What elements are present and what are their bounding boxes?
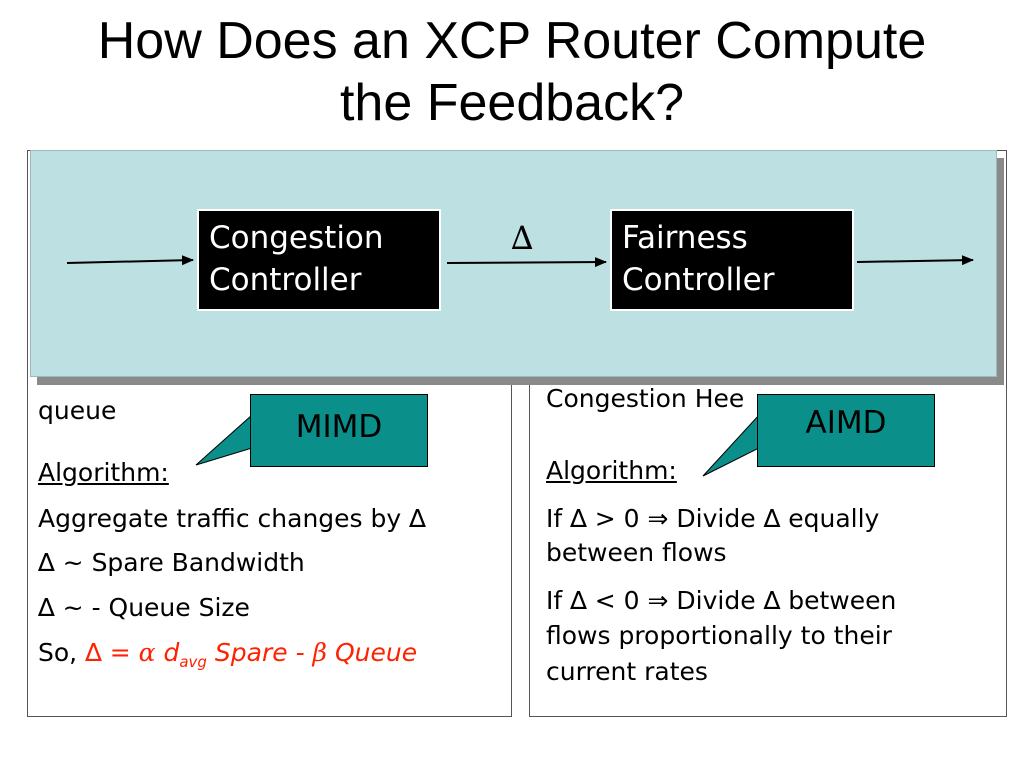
formula-spare: Spare - [206, 638, 313, 667]
fairness-controller-line-2: Controller [622, 262, 775, 298]
controller-diagram: Congestion Controller ∆ Fairness Control… [30, 150, 997, 377]
congestion-controller-line-1: Congestion [209, 220, 384, 256]
input-arrow [66, 255, 194, 266]
left-algorithm-label: Algorithm: [38, 458, 169, 487]
left-line-3: ∆ ~ - Queue Size [38, 593, 250, 622]
fairness-controller-box: Fairness Controller [610, 209, 854, 311]
left-line-2: ∆ ~ Spare Bandwidth [38, 548, 305, 577]
right-line-2: between flows [546, 538, 727, 567]
fairness-controller-line-1: Fairness [622, 220, 748, 256]
congestion-controller-line-2: Controller [209, 262, 362, 298]
formula-delta: ∆ = [85, 638, 139, 667]
formula-alpha: α [138, 638, 156, 667]
formula-d: d [155, 638, 180, 667]
congestion-controller-box: Congestion Controller [197, 209, 441, 311]
output-arrow [856, 255, 974, 266]
mimd-callout: MIMD [250, 394, 428, 467]
slide-title-line-1: How Does an XCP Router Compute [97, 12, 927, 70]
slide-title: How Does an XCP Router Compute the Feedb… [0, 10, 1024, 134]
delta-symbol: ∆ [511, 219, 534, 257]
formula-sub: avg [179, 653, 207, 671]
right-algorithm-label: Algorithm: [546, 456, 677, 485]
aimd-callout: AIMD [757, 394, 935, 467]
mimd-callout-tail [195, 413, 253, 466]
formula-prefix: So, [38, 638, 86, 667]
right-line-1: If ∆ > 0 ⇒ Divide ∆ equally [546, 504, 880, 533]
formula-beta: β [312, 638, 327, 667]
formula-queue: Queue [327, 638, 418, 667]
right-line-5: current rates [546, 657, 708, 686]
slide-title-line-2: the Feedback? [339, 74, 685, 132]
right-line-3: If ∆ < 0 ⇒ Divide ∆ between [546, 586, 897, 615]
left-line-1: Aggregate traffic changes by ∆ [38, 504, 426, 533]
left-formula: So, ∆ = α davg Spare - β Queue [38, 637, 417, 678]
right-line-4: flows proportionally to their [546, 621, 892, 650]
right-partial-text: Congestion Hee [546, 384, 745, 413]
delta-arrow [446, 257, 607, 268]
aimd-callout-tail [702, 413, 760, 477]
left-partial-text: queue [38, 396, 117, 425]
diagram-arrows [66, 255, 974, 268]
